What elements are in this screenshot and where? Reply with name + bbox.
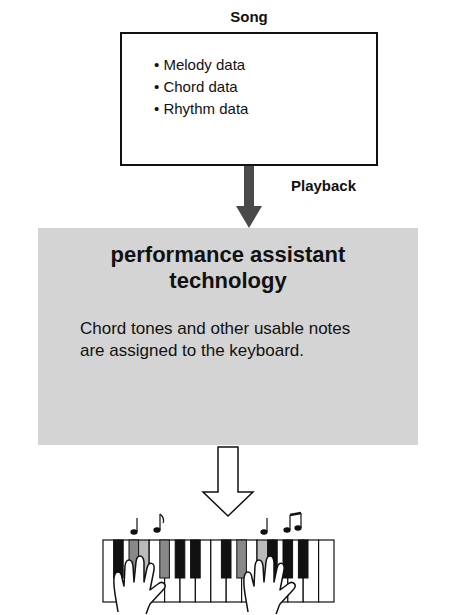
data-item: • Chord data: [154, 76, 366, 98]
black-key: [160, 540, 170, 578]
song-node: Song• Melody data• Chord data• Rhythm da…: [120, 8, 378, 166]
arrow-shape: [236, 166, 262, 228]
black-key: [191, 540, 201, 578]
black-key: [221, 540, 231, 578]
music-notes: [131, 513, 301, 534]
black-key: [283, 540, 293, 578]
edge-label: Playback: [289, 177, 358, 194]
song-box: • Melody data• Chord data• Rhythm data: [120, 32, 378, 166]
technology-band: performance assistant technologyChord to…: [38, 228, 418, 445]
data-item: • Melody data: [154, 54, 366, 76]
white-key: [319, 540, 334, 602]
black-key: [298, 540, 308, 578]
data-item: • Rhythm data: [154, 98, 366, 120]
hollow-arrow: [203, 447, 253, 516]
box-heading: Song: [120, 8, 378, 32]
black-key: [237, 540, 247, 578]
flow-arrow: [236, 166, 262, 228]
band-heading: performance assistant technology: [88, 242, 368, 294]
hands: [114, 556, 295, 614]
black-key: [175, 540, 185, 578]
band-body: Chord tones and other usable notes are a…: [80, 318, 370, 362]
